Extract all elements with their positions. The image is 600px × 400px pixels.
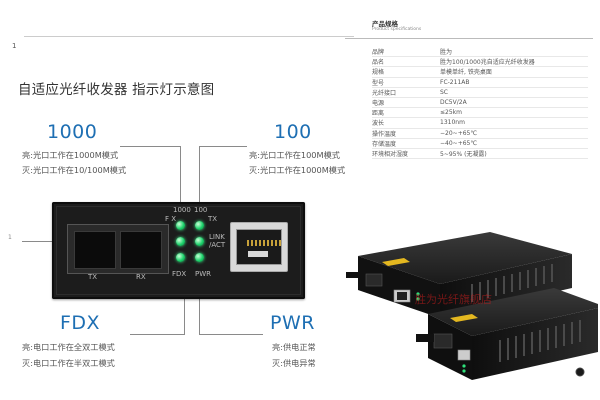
spec-value: −20~+65℃ xyxy=(440,128,588,139)
fx-label: F X xyxy=(165,215,177,223)
indicator-100-on: 亮:光口工作在100M模式 xyxy=(249,150,340,160)
converter-unit-back xyxy=(346,232,572,318)
indicator-pwr-on: 亮:供电正常 xyxy=(272,342,316,352)
fdx-label: FDX xyxy=(172,270,187,278)
spec-value: 1310nm xyxy=(440,117,588,129)
page-marker: 1 xyxy=(12,42,17,50)
port-tx-label: TX xyxy=(88,273,98,281)
led-link-act xyxy=(195,237,204,246)
leader-line xyxy=(199,282,200,334)
indicator-100-off: 灭:光口工作在1000M模式 xyxy=(249,165,346,175)
spec-key: 光纤接口 xyxy=(372,87,440,98)
sc-fiber-port xyxy=(67,224,169,274)
indicator-fdx-on: 亮:电口工作在全双工模式 xyxy=(22,342,115,352)
indicator-fdx-off: 灭:电口工作在半双工模式 xyxy=(22,358,115,368)
spec-key: 品牌 xyxy=(372,47,440,58)
spec-key: 操作温度 xyxy=(372,128,440,139)
spec-value: FC-211AB xyxy=(440,77,588,88)
led-fdx xyxy=(176,253,185,262)
indicator-1000-on: 亮:光口工作在1000M模式 xyxy=(22,150,119,160)
product-photo xyxy=(346,232,598,380)
spec-key: 型号 xyxy=(372,77,440,88)
led-fx xyxy=(176,237,185,246)
spec-row: 规格单模单纤, 铁壳桌面 xyxy=(372,66,588,78)
leader-line xyxy=(180,146,181,216)
label-100: 100 xyxy=(194,206,208,214)
spec-key: 环境相对湿度 xyxy=(372,148,440,160)
spec-subtitle: Product specifications xyxy=(372,27,422,32)
link-label: LINK xyxy=(209,233,225,241)
spec-table: 品牌胜为 品名胜为100/1000兆自适应光纤收发器 规格单模单纤, 铁壳桌面 … xyxy=(372,47,588,160)
spec-row: 品名胜为100/1000兆自适应光纤收发器 xyxy=(372,56,588,68)
leader-line xyxy=(199,334,263,335)
spec-row: 存储温度−40~+65℃ xyxy=(372,138,588,149)
spec-key: 波长 xyxy=(372,117,440,129)
pwr-label: PWR xyxy=(195,270,212,278)
spec-row: 品牌胜为 xyxy=(372,47,588,58)
page-title: 自适应光纤收发器 指示灯示意图 xyxy=(18,82,215,98)
leader-line xyxy=(199,146,247,147)
spec-row: 操作温度−20~+65℃ xyxy=(372,128,588,139)
spec-key: 电源 xyxy=(372,97,440,109)
converter-unit-front xyxy=(416,288,598,380)
spec-title: 产品规格 xyxy=(372,20,398,28)
leader-line xyxy=(199,146,200,216)
indicator-1000-off: 灭:光口工作在10/100M模式 xyxy=(22,165,127,175)
spec-value: 胜为100/1000兆自适应光纤收发器 xyxy=(440,56,588,68)
indicator-pwr-off: 灭:供电异常 xyxy=(272,358,316,368)
rj45-port xyxy=(230,222,288,272)
spec-value: ≤25km xyxy=(440,107,588,119)
leader-line xyxy=(120,146,180,147)
watermark: 胜为光纤旗舰店 xyxy=(415,293,492,306)
label-1000: 1000 xyxy=(173,206,191,214)
act-label: /ACT xyxy=(209,241,226,249)
indicator-fdx-name: FDX xyxy=(60,312,101,334)
leader-line xyxy=(130,334,185,335)
page-marker: 1 xyxy=(8,234,12,241)
spec-value: 胜为 xyxy=(440,47,588,58)
spec-value: −40~+65℃ xyxy=(440,138,588,149)
led-1000 xyxy=(176,221,185,230)
indicator-100-name: 100 xyxy=(274,121,312,143)
indicator-1000-name: 1000 xyxy=(47,121,98,143)
led-100 xyxy=(195,221,204,230)
divider xyxy=(345,38,593,39)
divider xyxy=(24,36,354,37)
spec-key: 规格 xyxy=(372,66,440,78)
spec-value: 单模单纤, 铁壳桌面 xyxy=(440,66,588,78)
spec-value: DC5V/2A xyxy=(440,97,588,109)
spec-key: 存储温度 xyxy=(372,138,440,149)
tx-label: TX xyxy=(208,215,218,223)
leader-line xyxy=(184,282,185,334)
spec-row: 距离≤25km xyxy=(372,107,588,119)
spec-key: 品名 xyxy=(372,56,440,68)
spec-value: SC xyxy=(440,87,588,98)
port-rx-label: RX xyxy=(136,273,146,281)
led-pwr xyxy=(195,253,204,262)
indicator-pwr-name: PWR xyxy=(270,312,315,334)
spec-key: 距离 xyxy=(372,107,440,119)
spec-value: 5~95% (无凝露) xyxy=(440,148,588,160)
